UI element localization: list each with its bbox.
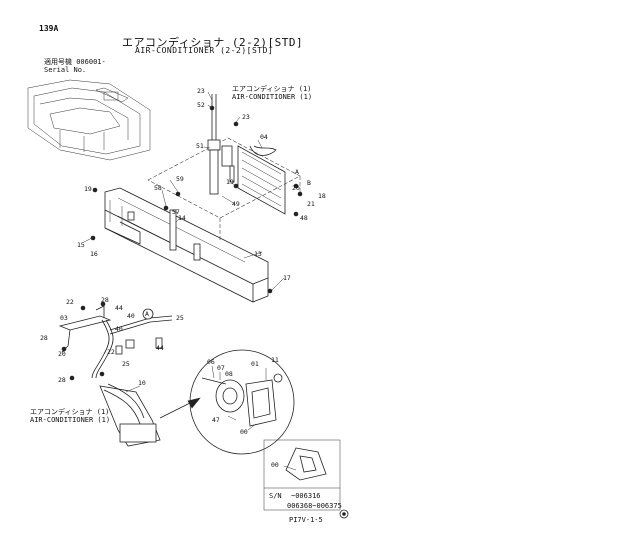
- label-p23a: 23: [197, 87, 205, 95]
- detail-circle: [189, 349, 295, 455]
- label-p25b: 25: [122, 360, 130, 368]
- label-p44b: 44: [156, 344, 164, 352]
- label-p20: 20: [292, 184, 300, 192]
- label-p58: 58: [154, 184, 162, 192]
- label-p51: 51: [196, 142, 204, 150]
- bolts: [90, 183, 273, 294]
- receiver-drier: [169, 94, 277, 251]
- label-p49: 49: [232, 200, 240, 208]
- label-p13: 13: [254, 250, 262, 258]
- label-p17: 17: [283, 274, 291, 282]
- label-p06: 06: [207, 358, 215, 366]
- callout-left-jp: エアコンディショナ (1): [30, 408, 110, 416]
- part-labels: 23 52 23 04 51 19 A 20 B 18 21 49 48 59 …: [40, 87, 326, 469]
- footer-code: PI7V-1-5: [289, 516, 323, 524]
- label-p21: 21: [307, 200, 315, 208]
- label-p48: 48: [300, 214, 308, 222]
- label-p01: 01: [251, 360, 259, 368]
- label-p03: 03: [60, 314, 68, 322]
- label-p25: 25: [176, 314, 184, 322]
- label-p14: 14: [178, 214, 186, 222]
- frame-13: [104, 187, 269, 303]
- serial-number-label: S/N: [269, 492, 282, 500]
- zoom-arrow: [159, 397, 201, 419]
- label-p15: 15: [77, 241, 85, 249]
- label-p10: 10: [138, 379, 146, 387]
- label-p08: 08: [225, 370, 233, 378]
- label-p44a: 44: [115, 304, 123, 312]
- leader-lines: [83, 91, 298, 291]
- label-p52: 52: [197, 101, 205, 109]
- label-pA2: A: [145, 310, 149, 318]
- label-p22b: 22: [107, 348, 115, 356]
- hose-assembly: [58, 301, 173, 381]
- serial-label-en: Serial No.: [44, 66, 87, 74]
- page-id: 139A: [39, 24, 59, 33]
- label-pB: B: [307, 179, 311, 187]
- label-p00a: 00: [240, 428, 248, 436]
- label-p28a: 28: [101, 296, 109, 304]
- label-pA: A: [295, 168, 299, 176]
- label-p40a: 40: [127, 312, 135, 320]
- serial-range-1: ~006316: [291, 492, 321, 500]
- label-p19b: 19: [84, 185, 92, 193]
- condenser-outline: [147, 137, 301, 240]
- label-p40b: 40: [115, 325, 123, 333]
- label-p22: 22: [66, 298, 74, 306]
- serial-range-2: 006368~006375: [287, 502, 342, 510]
- page-subtitle: AIR-CONDITIONER (2-2)[STD]: [135, 46, 274, 55]
- label-p57: 57: [172, 208, 180, 216]
- label-p07: 07: [217, 364, 225, 372]
- label-p59: 59: [176, 175, 184, 183]
- serial-label: 適用号機 006001-: [44, 58, 106, 66]
- variant-bracket: [263, 439, 349, 519]
- label-p47: 47: [212, 416, 220, 424]
- callout-top-en: AIR-CONDITIONER (1): [232, 93, 313, 101]
- label-p18: 18: [318, 192, 326, 200]
- label-p11: 11: [271, 356, 279, 364]
- compressor-bracket: [99, 383, 161, 447]
- condenser-panel: [237, 145, 303, 217]
- label-p28b: 28: [40, 334, 48, 342]
- label-p23b: 23: [242, 113, 250, 121]
- label-p20b: 20: [58, 350, 66, 358]
- callout-left-en: AIR-CONDITIONER (1): [30, 416, 111, 424]
- callout-top-jp: エアコンディショナ (1): [232, 85, 312, 93]
- machine-thumbnail: [27, 79, 151, 161]
- label-p00b: 00: [271, 461, 279, 469]
- label-p04: 04: [260, 133, 268, 141]
- label-p19a: 19: [226, 178, 234, 186]
- label-p16: 16: [90, 250, 98, 258]
- page-title: エアコンディショナ (2-2)[STD]: [122, 36, 304, 49]
- label-p28c: 28: [58, 376, 66, 384]
